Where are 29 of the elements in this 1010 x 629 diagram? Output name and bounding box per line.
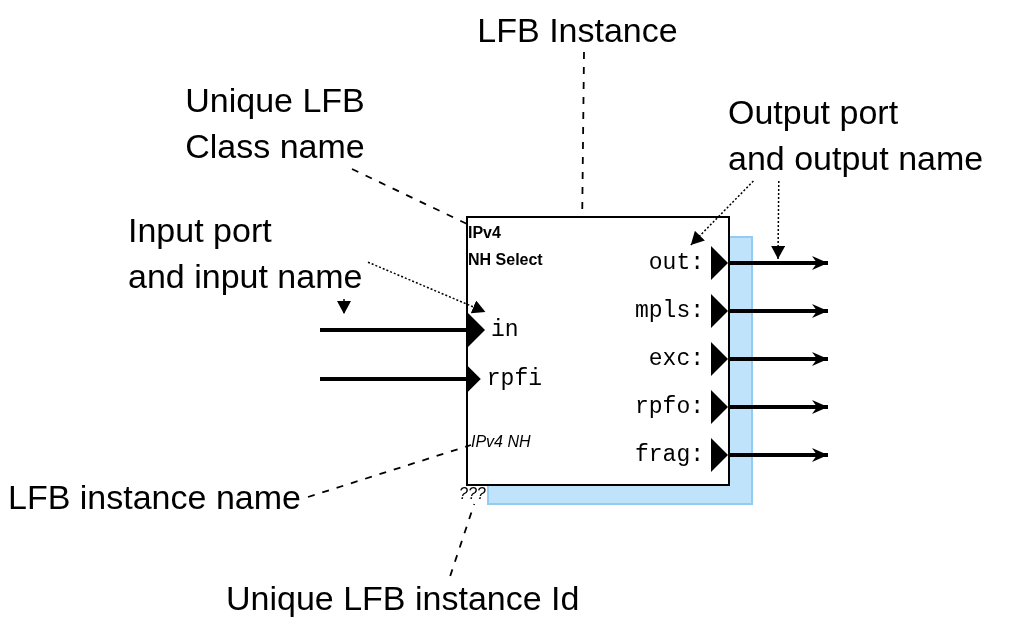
port-name: rpfo:: [635, 394, 704, 420]
annotation-text: Input port and input name: [128, 207, 368, 299]
annotation-text: Unique LFB instance Id: [226, 576, 606, 620]
port-name: in: [491, 317, 519, 343]
port-name: out:: [648, 250, 704, 276]
connector-arrow: [728, 256, 828, 270]
annotation-text: LFB Instance: [470, 8, 685, 52]
leader-line: [307, 444, 472, 498]
connector-arrow: [728, 304, 828, 318]
leader-line: [449, 503, 476, 577]
leader-line: [351, 168, 469, 226]
connector-arrow: [728, 352, 828, 366]
lfb-block: [466, 216, 730, 486]
port-name: exc:: [648, 346, 704, 372]
port-name: frag:: [635, 442, 704, 468]
connector-arrow: [728, 448, 828, 462]
annotation-text: Output port and output name: [728, 89, 1010, 181]
leader-line: [337, 298, 351, 315]
leader-line: [771, 180, 786, 260]
leader-line: [367, 261, 487, 314]
instance-name-text: IPv4 NH: [471, 432, 567, 458]
annotation-text: LFB instance name: [8, 475, 308, 519]
instance-id-text: ???: [459, 484, 497, 504]
leader-line: [690, 180, 755, 246]
class-name-text: IPv4 NH Select: [468, 219, 568, 273]
port-name: mpls:: [635, 298, 704, 324]
annotation-text: Unique LFB Class name: [165, 77, 385, 169]
port-name: rpfi: [486, 366, 542, 392]
connector-arrow: [728, 400, 828, 414]
